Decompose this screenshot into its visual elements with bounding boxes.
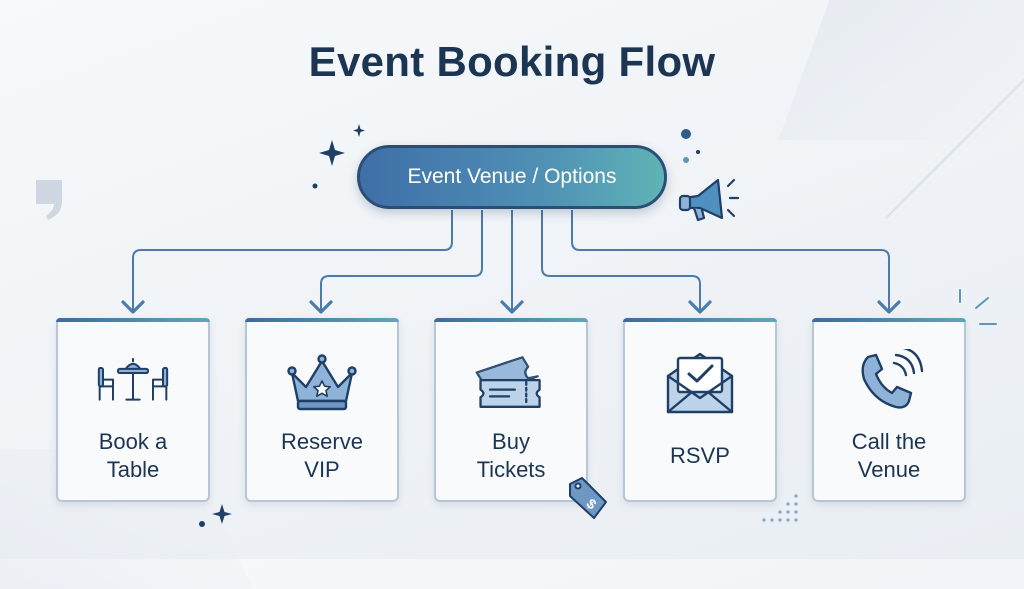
connector-book-table xyxy=(121,210,453,314)
envelope-check-icon xyxy=(660,348,740,418)
connector-call-venue xyxy=(571,210,901,314)
option-label: Book a Table xyxy=(98,429,168,482)
connector-lines xyxy=(121,210,901,314)
table-chairs-icon xyxy=(93,348,173,418)
megaphone-icon xyxy=(678,129,740,222)
option-card-buy-tickets[interactable]: Buy Tickets xyxy=(434,318,588,502)
option-card-call-venue[interactable]: Call the Venue xyxy=(812,318,966,502)
sparkle-lines xyxy=(959,289,997,325)
dot-grid xyxy=(762,494,798,522)
option-card-book-table[interactable]: Book a Table xyxy=(56,318,210,502)
option-label: RSVP xyxy=(670,443,730,468)
sparkle-icon xyxy=(312,124,365,189)
sparkle-icon xyxy=(199,504,232,527)
phone-icon xyxy=(849,348,929,418)
quote-mark-icon xyxy=(36,180,62,220)
option-card-reserve-vip[interactable]: Reserve VIP xyxy=(245,318,399,502)
option-label: Reserve VIP xyxy=(281,429,363,482)
option-card-rsvp[interactable]: RSVP xyxy=(623,318,777,502)
option-label: Buy Tickets xyxy=(476,429,546,482)
connector-reserve-vip xyxy=(309,210,483,314)
crown-icon xyxy=(282,348,362,418)
connector-rsvp xyxy=(541,210,712,314)
option-label: Call the Venue xyxy=(851,429,927,482)
ticket-icon xyxy=(471,348,551,418)
price-tag-icon: $ xyxy=(569,477,607,519)
venue-options-node: Event Venue / Options xyxy=(357,145,667,209)
venue-options-label: Event Venue / Options xyxy=(407,165,617,188)
diagram-title: Event Booking Flow xyxy=(308,38,716,85)
